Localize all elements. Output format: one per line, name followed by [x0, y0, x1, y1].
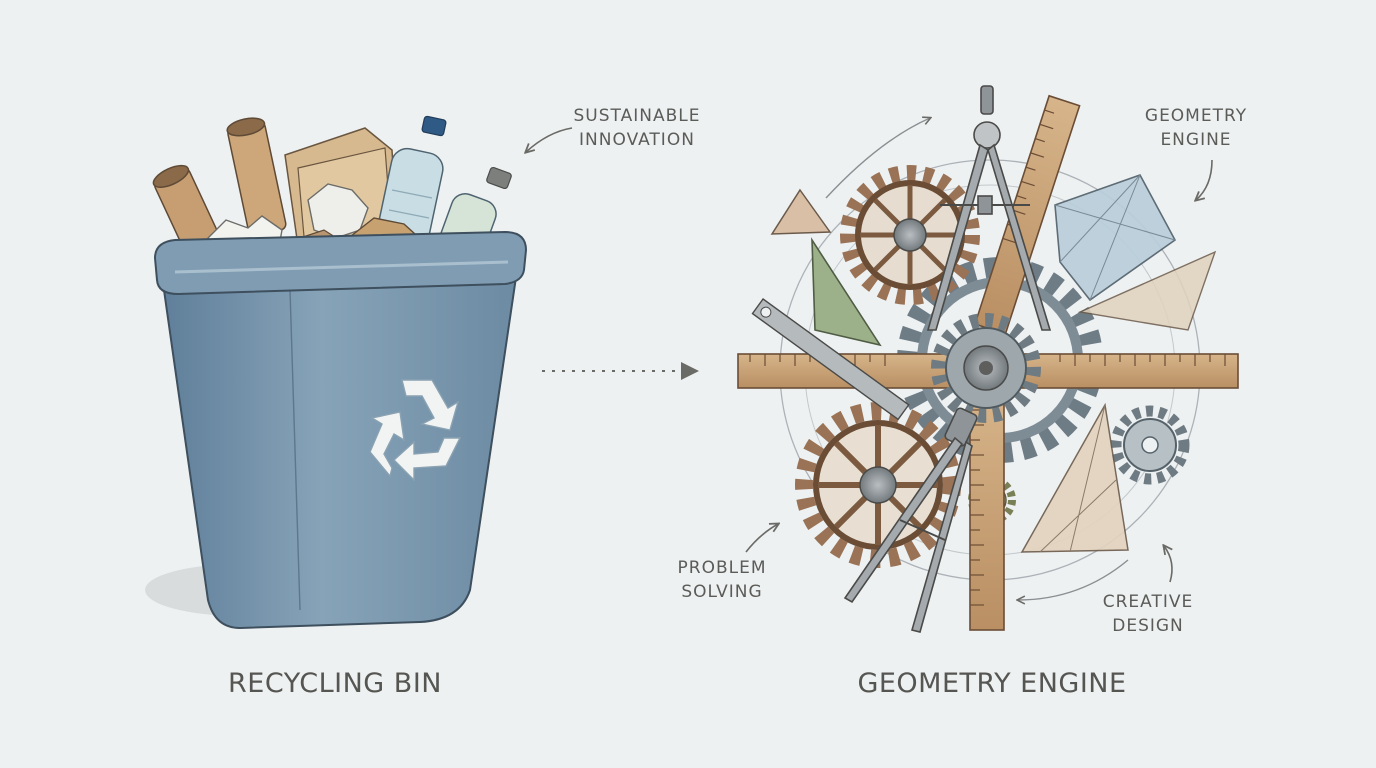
ruler-icon-vertical: [969, 389, 1005, 631]
recycling-bin: [145, 115, 528, 630]
geometry-engine-caption: GEOMETRY ENGINE: [857, 668, 1127, 699]
annotation-creative-design: CREATIVE DESIGN: [1102, 592, 1194, 636]
compass-icon-lower: [843, 407, 978, 633]
annotation-arrow-icon-4: [1164, 546, 1173, 583]
gear-icon-upper: [840, 165, 980, 305]
compass-icon-top: [926, 85, 1052, 331]
recycle-icon: [369, 379, 462, 482]
ruler-icon-steel: [751, 298, 910, 421]
gear-icon-small-right: [1110, 405, 1190, 485]
triangle-icon-lower: [1020, 402, 1129, 553]
transform-arrow-icon: [542, 362, 699, 380]
triangle-icon-right: [1077, 250, 1217, 331]
triangle-icon-green: [811, 237, 882, 347]
recycling-bin-caption: RECYCLING BIN: [228, 668, 442, 699]
annotation-geometry-engine: GEOMETRY ENGINE: [1144, 106, 1248, 150]
annotation-arrow-icon-3: [1196, 159, 1213, 200]
annotation-sustainable-innovation: SUSTAINABLE INNOVATION: [573, 106, 701, 150]
triangle-icon-small: [770, 188, 832, 235]
geometry-engine: [737, 85, 1239, 633]
annotation-arrow-icon: [526, 127, 573, 152]
annotation-arrow-icon-2: [745, 524, 778, 553]
annotation-problem-solving: PROBLEM SOLVING: [677, 558, 767, 602]
gear-icon-center: [931, 313, 1041, 423]
